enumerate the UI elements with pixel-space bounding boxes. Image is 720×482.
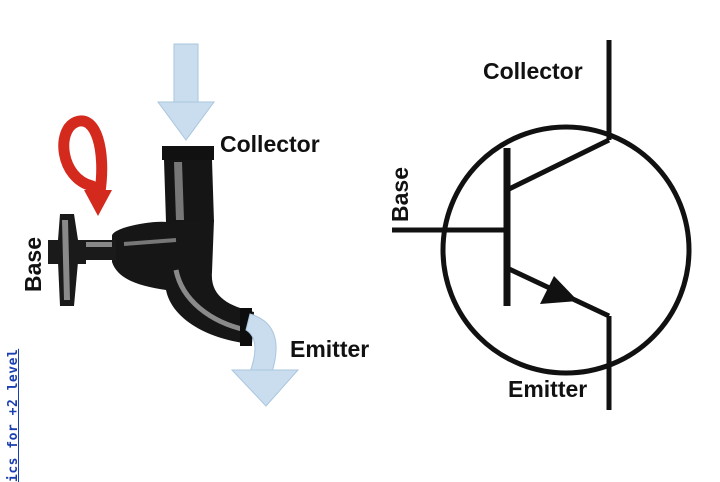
transistor-envelope	[440, 124, 692, 376]
emitter-arrow-icon	[540, 276, 578, 304]
water-tap	[48, 146, 254, 346]
inflow-arrow-icon	[157, 43, 215, 141]
tap-base-label: Base	[20, 237, 46, 292]
npn-transistor-symbol	[392, 40, 692, 410]
tap-collector-label: Collector	[220, 131, 320, 157]
symbol-emitter-label: Emitter	[508, 376, 588, 402]
tap-emitter-label: Emitter	[290, 336, 370, 362]
collector-diagonal	[505, 137, 611, 193]
turn-arrow-icon	[58, 115, 112, 216]
sidebar-caption: ics for +2 level	[6, 348, 21, 482]
symbol-collector-label: Collector	[483, 58, 583, 84]
outflow-arrow-icon	[230, 313, 300, 407]
symbol-base-label: Base	[387, 167, 413, 222]
